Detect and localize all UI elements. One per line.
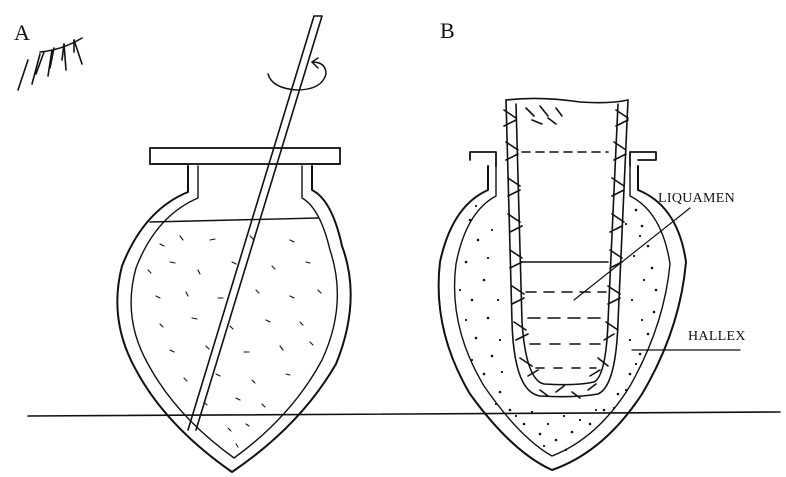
measuring-rod [188,16,322,430]
amphora-a-liquid-level [150,218,318,222]
panel-a-label: A [14,20,30,45]
panel-a: A [14,16,351,472]
hallex-label: HALLEX [688,329,746,344]
amphora-a-rim [150,148,340,164]
panel-b-label: B [440,18,455,43]
strainer-basket [504,98,628,398]
liquamen-pointer [574,208,690,300]
ground-line [28,412,780,416]
panel-b: B [439,18,746,470]
liquamen-label: LIQUAMEN [658,191,735,206]
eye-icon [18,38,82,90]
